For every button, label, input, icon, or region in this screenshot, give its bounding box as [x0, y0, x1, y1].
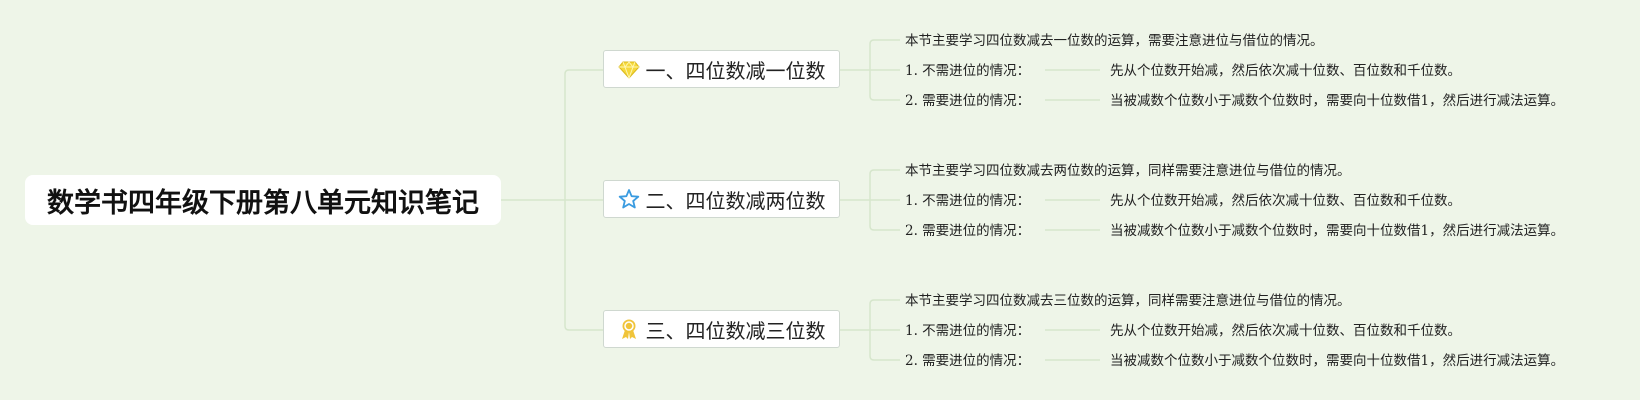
item-label: 2. 需要进位的情况：: [905, 353, 1031, 369]
note-bracket-2: [869, 169, 900, 231]
trunk-connector: [564, 69, 603, 331]
item-detail: 当被减数个位数小于减数个位数时，需要向十位数借1，然后进行减法运算。: [1110, 353, 1565, 369]
section-summary: 本节主要学习四位数减去一位数的运算，需要注意进位与借位的情况。: [905, 33, 1324, 49]
item-detail: 先从个位数开始减，然后依次减十位数、百位数和千位数。: [1110, 323, 1461, 339]
item-label: 1. 不需进位的情况：: [905, 193, 1031, 209]
item-detail: 先从个位数开始减，然后依次减十位数、百位数和千位数。: [1110, 193, 1461, 209]
topic-title: 二、四位数减两位数: [645, 188, 826, 213]
topic-title: 三、四位数减三位数: [645, 318, 826, 343]
topic-section-2[interactable]: 二、四位数减两位数: [603, 180, 840, 218]
section-summary: 本节主要学习四位数减去两位数的运算，同样需要注意进位与借位的情况。: [905, 163, 1351, 179]
item-label: 2. 需要进位的情况：: [905, 223, 1031, 239]
section-summary: 本节主要学习四位数减去三位数的运算，同样需要注意进位与借位的情况。: [905, 293, 1351, 309]
topic-title: 一、四位数减一位数: [645, 58, 826, 83]
note-bracket-3: [869, 299, 900, 361]
topic-section-3[interactable]: 三、四位数减三位数: [603, 310, 840, 348]
star-icon: [618, 188, 640, 210]
note-bracket-1: [869, 39, 900, 101]
item-label: 2. 需要进位的情况：: [905, 93, 1031, 109]
item-label: 1. 不需进位的情况：: [905, 323, 1031, 339]
item-detail: 当被减数个位数小于减数个位数时，需要向十位数借1，然后进行减法运算。: [1110, 223, 1565, 239]
root-topic[interactable]: 数学书四年级下册第八单元知识笔记: [25, 175, 501, 225]
item-detail: 先从个位数开始减，然后依次减十位数、百位数和千位数。: [1110, 63, 1461, 79]
gem-icon: [617, 58, 640, 80]
topic-section-1[interactable]: 一、四位数减一位数: [603, 50, 840, 88]
item-detail: 当被减数个位数小于减数个位数时，需要向十位数借1，然后进行减法运算。: [1110, 93, 1565, 109]
item-label: 1. 不需进位的情况：: [905, 63, 1031, 79]
ribbon-badge-icon: [618, 318, 640, 340]
